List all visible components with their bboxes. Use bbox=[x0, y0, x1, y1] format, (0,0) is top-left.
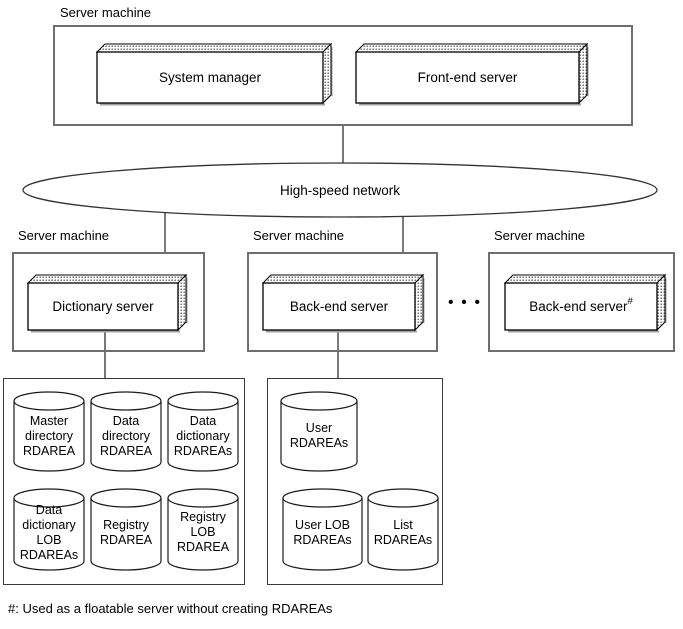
dictionary-server-box-3d bbox=[26, 273, 188, 333]
cylinder-data-dictionary-rdareas bbox=[167, 391, 239, 472]
cylinder-data-dictionary-lob-rdareas bbox=[13, 488, 85, 571]
high-speed-network-label: High-speed network bbox=[279, 182, 401, 198]
list-rdareas-label: List RDAREAs bbox=[373, 517, 433, 547]
cylinder-data-directory-rdarea bbox=[90, 391, 162, 472]
user-rdareas-label: User RDAREAs bbox=[289, 421, 349, 450]
box-front-face bbox=[355, 51, 580, 104]
cylinder-user-rdareas bbox=[280, 391, 358, 472]
dictionary-server-label: Dictionary server bbox=[52, 299, 154, 314]
system-manager-box-3d bbox=[95, 42, 333, 106]
master-directory-rdarea-label: Master directory RDAREA bbox=[22, 413, 76, 458]
dictionary-server-machine-box bbox=[12, 252, 205, 352]
dictionary-storage-box bbox=[3, 378, 245, 585]
dictionary-server-machine-label: Server machine bbox=[18, 228, 110, 243]
backend-server-machine-label: Server machine bbox=[253, 228, 345, 243]
backend-server-machine-box bbox=[247, 252, 438, 352]
backend-server-box-3d bbox=[261, 273, 425, 333]
floatable-backend-server-text: Back-end server bbox=[529, 299, 628, 314]
cylinder-registry-rdarea bbox=[90, 488, 162, 571]
floatable-backend-server-box-3d bbox=[503, 273, 667, 333]
box-front-face bbox=[504, 282, 658, 331]
backend-storage-box bbox=[267, 378, 443, 585]
top-server-machine-label: Server machine bbox=[60, 5, 152, 20]
registry-rdarea-label: Registry RDAREA bbox=[99, 517, 153, 547]
front-end-server-box-3d bbox=[354, 42, 589, 106]
floatable-server-machine-box bbox=[488, 252, 675, 352]
rdarea-cylinders bbox=[13, 391, 439, 571]
front-end-server-label: Front-end server bbox=[417, 70, 518, 85]
floatable-server-machine-label: Server machine bbox=[494, 228, 586, 243]
cylinder-user-lob-rdareas bbox=[282, 488, 363, 571]
box-front-face bbox=[96, 51, 324, 104]
ellipsis-dots: ••• bbox=[448, 294, 488, 311]
registry-lob-rdarea-label: Registry LOB RDAREA bbox=[176, 510, 230, 554]
backend-server-label: Back-end server bbox=[289, 299, 389, 314]
top-server-machine-box bbox=[53, 25, 633, 126]
floatable-backend-server-label: Back-end server# bbox=[529, 295, 633, 314]
network-ellipse bbox=[22, 162, 658, 218]
system-manager-label: System manager bbox=[158, 70, 262, 85]
cylinder-list-rdareas bbox=[367, 488, 439, 571]
box-front-face bbox=[27, 282, 179, 331]
data-directory-rdarea-label: Data directory RDAREA bbox=[99, 413, 153, 458]
cylinder-master-directory-rdarea bbox=[13, 391, 85, 472]
data-dictionary-lob-rdareas-label: Data dictionary LOB RDAREAs bbox=[19, 502, 79, 562]
footnote: #: Used as a floatable server without cr… bbox=[8, 601, 333, 616]
data-dictionary-rdareas-label: Data dictionary RDAREAs bbox=[173, 413, 233, 458]
user-lob-rdareas-label: User LOB RDAREAs bbox=[293, 517, 352, 547]
box-front-face bbox=[262, 282, 416, 331]
cylinder-registry-lob-rdarea bbox=[167, 488, 239, 571]
